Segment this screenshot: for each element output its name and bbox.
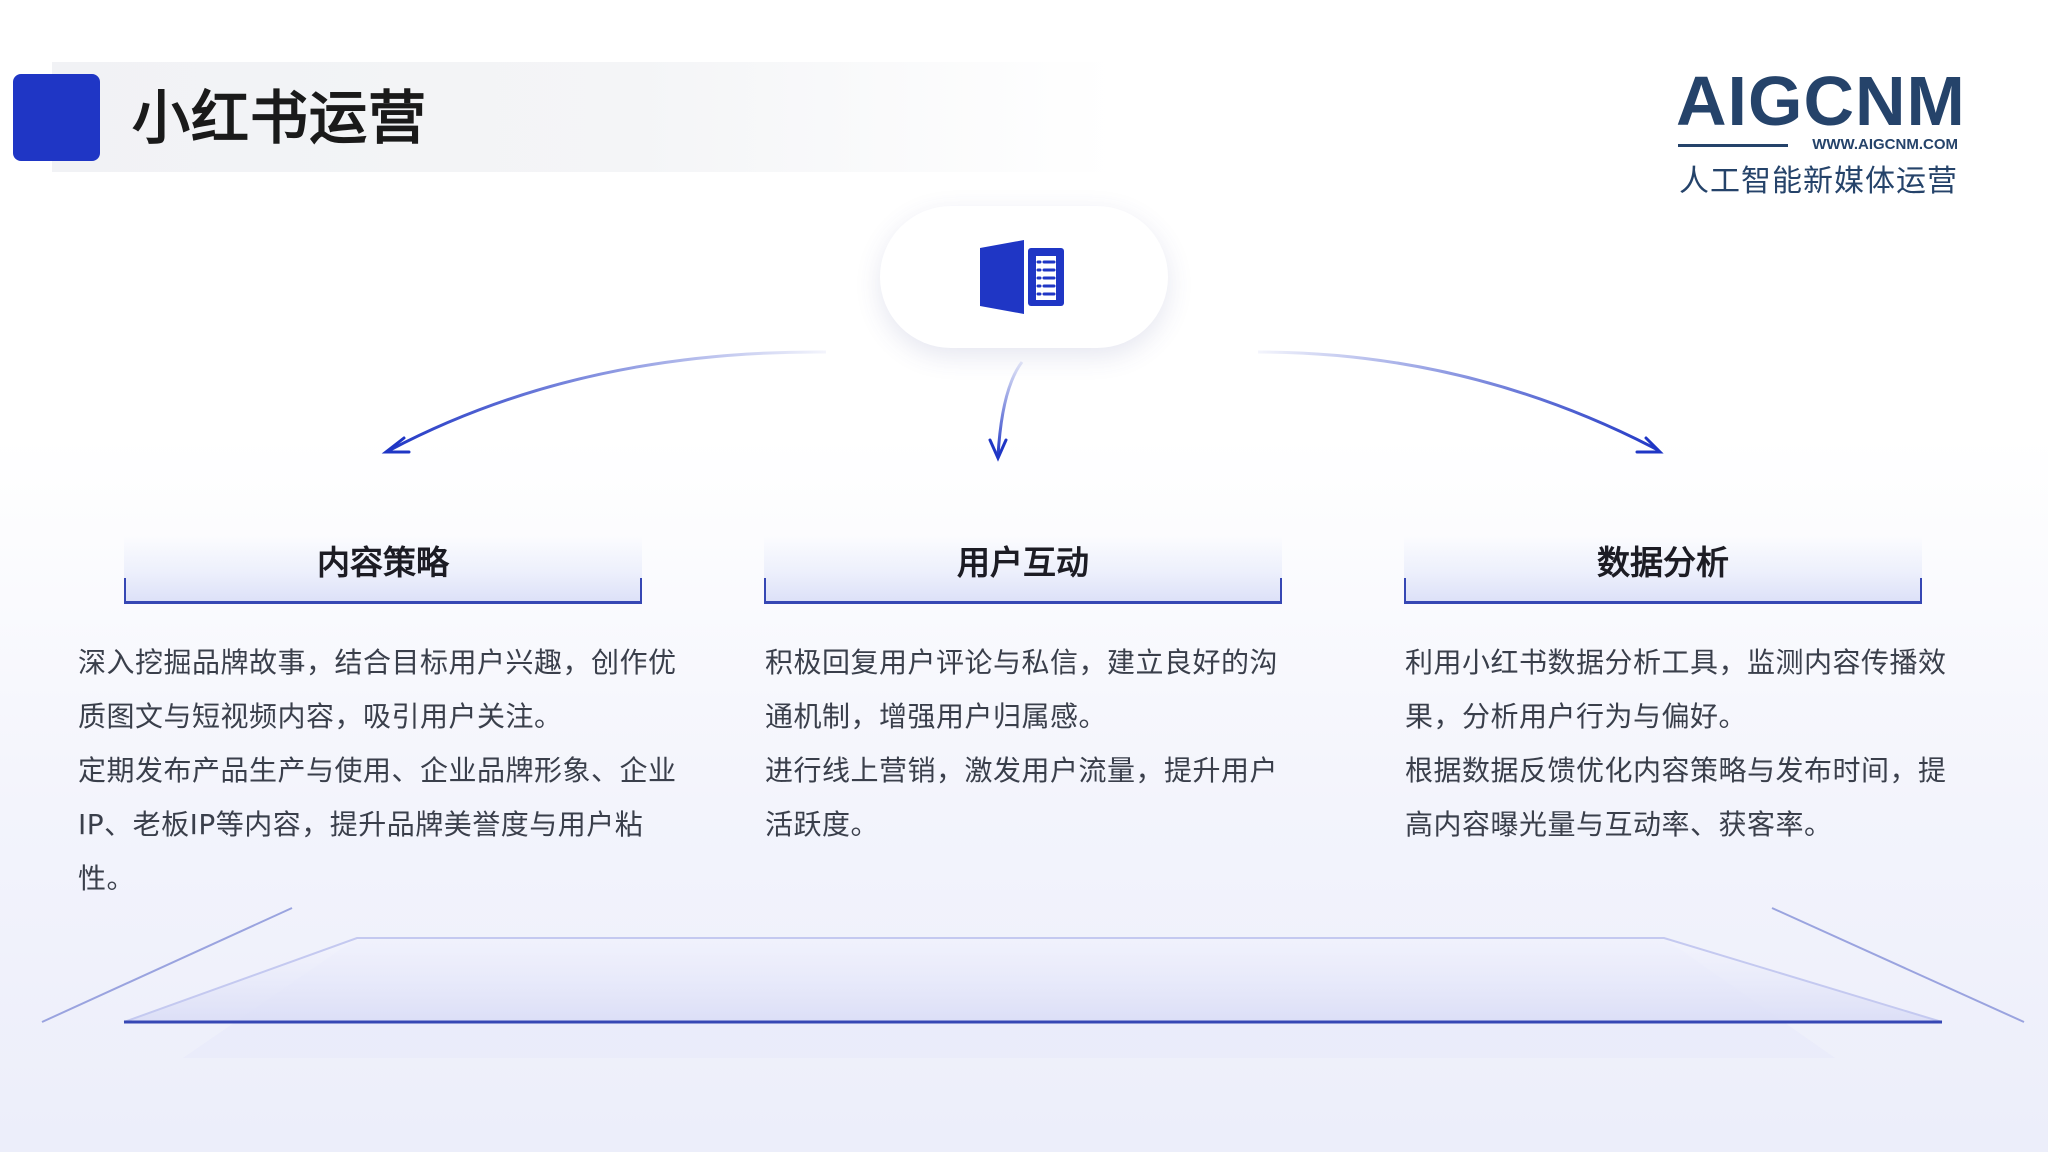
column-header-data-analysis: 数据分析 — [1404, 536, 1922, 604]
platform-side-line-left — [41, 907, 293, 1023]
column-paragraph: 根据数据反馈优化内容策略与发布时间，提高内容曝光量与互动率、获客率。 — [1405, 754, 1947, 841]
page-title: 小红书运营 — [132, 84, 428, 152]
arrow-middle — [988, 361, 1024, 462]
column-paragraph: 积极回复用户评论与私信，建立良好的沟通机制，增强用户归属感。 — [765, 646, 1279, 733]
column-paragraph: 定期发布产品生产与使用、企业品牌形象、企业IP、老板IP等内容，提升品牌美誉度与… — [78, 754, 677, 895]
logo-underline — [1678, 144, 1788, 147]
column-paragraph: 利用小红书数据分析工具，监测内容传播效果，分析用户行为与偏好。 — [1405, 646, 1947, 733]
column-title: 数据分析 — [1597, 543, 1729, 582]
title-band — [52, 62, 1116, 172]
column-title: 用户互动 — [957, 543, 1089, 582]
arrow-right — [1257, 350, 1664, 454]
column-paragraph: 深入挖掘品牌故事，结合目标用户兴趣，创作优质图文与短视频内容，吸引用户关注。 — [78, 646, 677, 733]
platform-top — [124, 938, 1942, 1022]
logo-url: WWW.AIGCNM.COM — [1812, 136, 1958, 153]
center-icon-pill — [880, 206, 1168, 348]
column-body-content-strategy: 深入挖掘品牌故事，结合目标用户兴趣，创作优质图文与短视频内容，吸引用户关注。 定… — [78, 636, 698, 906]
platform-side-line-right — [1771, 907, 2025, 1023]
column-body-data-analysis: 利用小红书数据分析工具，监测内容传播效果，分析用户行为与偏好。 根据数据反馈优化… — [1405, 636, 1965, 852]
column-body-user-interaction: 积极回复用户评论与私信，建立良好的沟通机制，增强用户归属感。 进行线上营销，激发… — [765, 636, 1285, 852]
column-paragraph: 进行线上营销，激发用户流量，提升用户活跃度。 — [765, 754, 1279, 841]
column-title: 内容策略 — [317, 543, 449, 582]
title-accent-square — [13, 74, 100, 161]
logo-tagline: 人工智能新媒体运营 — [1679, 164, 1958, 199]
platform-shadow — [183, 938, 1835, 1058]
document-list-icon — [980, 240, 1064, 314]
column-header-content-strategy: 内容策略 — [124, 536, 642, 604]
decorative-platform — [41, 907, 2025, 1058]
column-header-user-interaction: 用户互动 — [764, 536, 1282, 604]
logo-wordmark: AIGCNM — [1676, 62, 1966, 140]
arrow-left — [381, 350, 827, 454]
brand-logo: AIGCNM WWW.AIGCNM.COM 人工智能新媒体运营 — [1676, 62, 1966, 199]
